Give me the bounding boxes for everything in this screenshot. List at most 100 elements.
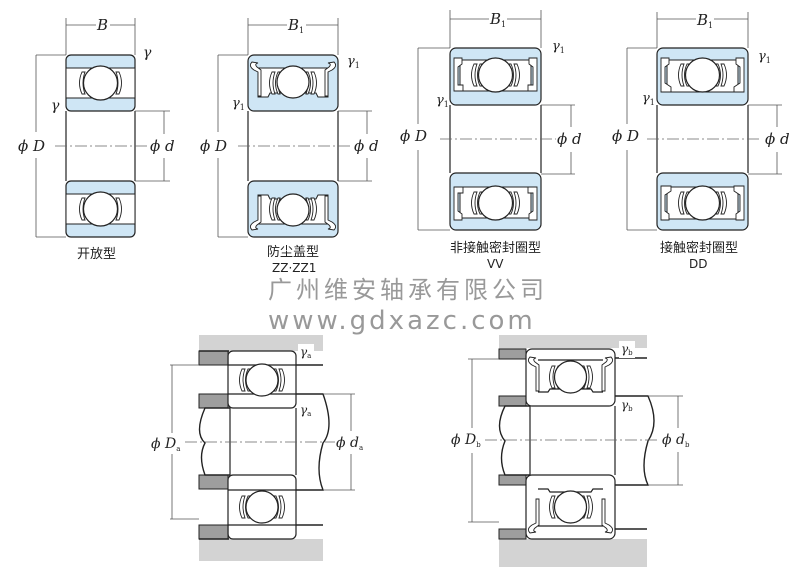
type-caption: 接触密封圈型 (660, 240, 738, 256)
radius-label: γa (300, 403, 311, 418)
outer-diameter-label: ϕ D (612, 127, 639, 145)
radius-label: γa (300, 345, 311, 360)
radius-label-bg (298, 344, 314, 360)
radius-label: γ1 (552, 39, 565, 55)
shaft-diameter-sub: a (359, 444, 363, 452)
width-label-sub: 1 (501, 20, 506, 29)
bore-diameter-label: ϕ d (150, 137, 175, 155)
radius-label: γ1 (232, 96, 245, 112)
radius-label-main: γ (621, 398, 629, 412)
shaft-diameter-main: ϕ d (336, 435, 359, 451)
ball-icon (477, 185, 514, 221)
ball-icon (82, 191, 119, 227)
radius-label-main: γ (232, 96, 240, 111)
radius-label-sub: 1 (240, 103, 245, 112)
bore-diameter-label: ϕ d (765, 130, 790, 148)
radius-label-main: γ (300, 345, 308, 359)
shield-icon (601, 356, 614, 392)
bearing-lower-section (525, 474, 616, 540)
seal-icon (453, 57, 464, 92)
radius-label: γ1 (642, 91, 655, 107)
ball-icon (276, 65, 310, 99)
housing-diameter-sub: b (476, 441, 481, 449)
shaft-left (198, 407, 230, 476)
radius-label-sub: a (307, 352, 311, 360)
radius-label-sub: b (628, 349, 633, 357)
housing-diameter-label: ϕ Db (451, 432, 481, 449)
radius-label-main: γ (642, 91, 650, 106)
bearing-upper-section (227, 350, 297, 409)
housing-diameter-main: ϕ D (451, 432, 476, 448)
shoulder-spacer (198, 474, 229, 490)
type-caption: 非接触密封圈型 (450, 240, 541, 256)
shaft-right (615, 395, 655, 486)
housing-gap (229, 525, 323, 539)
radius-label-sub: 1 (355, 61, 360, 70)
width-label-main: B (287, 16, 299, 34)
housing-diameter-label: ϕ Da (151, 436, 180, 453)
shield-icon (324, 61, 337, 97)
figure-contact-seal-type: B1 γ1 γ1 ϕ D ϕ d 接触密封圈型 DD (612, 11, 790, 271)
seal-icon (453, 186, 464, 221)
radius-label-bg (619, 341, 635, 358)
shaft-diameter-label: ϕ db (662, 432, 690, 449)
radius-label: γb (621, 342, 633, 357)
radius-label-sub: 1 (444, 100, 449, 109)
seal-icon (733, 185, 745, 221)
radius-label: γ (51, 98, 60, 114)
figure-open-type: B γ γ ϕ D ϕ d 开放型 (18, 16, 175, 262)
bore-diameter-label: ϕ d (557, 130, 582, 148)
shoulder-spacer (498, 395, 527, 407)
width-label-main: B (489, 10, 501, 28)
radius-label: γ1 (436, 93, 449, 109)
housing-gap (526, 529, 647, 539)
radius-label-sub: 1 (766, 56, 771, 65)
housing-diameter-main: ϕ D (151, 436, 176, 452)
shoulder-spacer (498, 528, 527, 540)
width-label: B1 (489, 10, 506, 29)
type-code: DD (689, 257, 707, 271)
shield-icon (249, 61, 262, 97)
shield-icon (527, 498, 540, 534)
radius-label-main: γ (758, 49, 766, 64)
ball-icon (553, 360, 588, 394)
width-label-sub: 1 (708, 21, 713, 30)
radius-label-main: γ (552, 39, 560, 54)
ball-icon (82, 65, 119, 101)
figure-mounting-b: γb γb ϕ Db ϕ db (451, 335, 690, 567)
radius-label-sub: b (628, 405, 633, 413)
shield-icon (527, 356, 540, 392)
shoulder-spacer (198, 350, 229, 366)
ball-icon (245, 363, 279, 397)
radius-label-main: γ (436, 93, 444, 108)
shoulder-spacer (498, 348, 527, 360)
shield-icon (601, 498, 614, 534)
shield-icon (324, 195, 337, 231)
radius-label-sub: 1 (650, 98, 655, 107)
type-code: VV (487, 257, 504, 271)
width-label: B (96, 16, 108, 34)
watermark-url: www.gdxazc.com (268, 306, 536, 336)
seal-icon (660, 185, 672, 221)
width-label-sub: 1 (299, 26, 304, 35)
figure-shield-type: B1 γ1 γ1 ϕ D ϕ d 防尘盖型 ZZ·ZZ1 (200, 16, 379, 275)
seal-icon (527, 57, 538, 92)
type-caption: 开放型 (77, 247, 116, 262)
housing-diameter-sub: a (176, 445, 180, 453)
radius-label-main: γ (621, 342, 629, 356)
shoulder-spacer (498, 474, 527, 486)
ball-icon (684, 185, 721, 221)
seal-icon (660, 57, 672, 93)
ball-icon (477, 57, 514, 93)
bearing-upper-section (525, 348, 616, 407)
bore-diameter-label: ϕ d (354, 137, 379, 155)
ball-icon (276, 193, 310, 227)
shaft-diameter-label: ϕ da (336, 435, 363, 452)
shoulder-spacer (198, 393, 229, 409)
shaft-diameter-sub: b (685, 441, 690, 449)
watermark-company: 广州维安轴承有限公司 (268, 276, 548, 304)
radius-label: γ1 (347, 54, 360, 70)
type-code: ZZ·ZZ1 (272, 261, 316, 275)
radius-label-main: γ (300, 403, 308, 417)
